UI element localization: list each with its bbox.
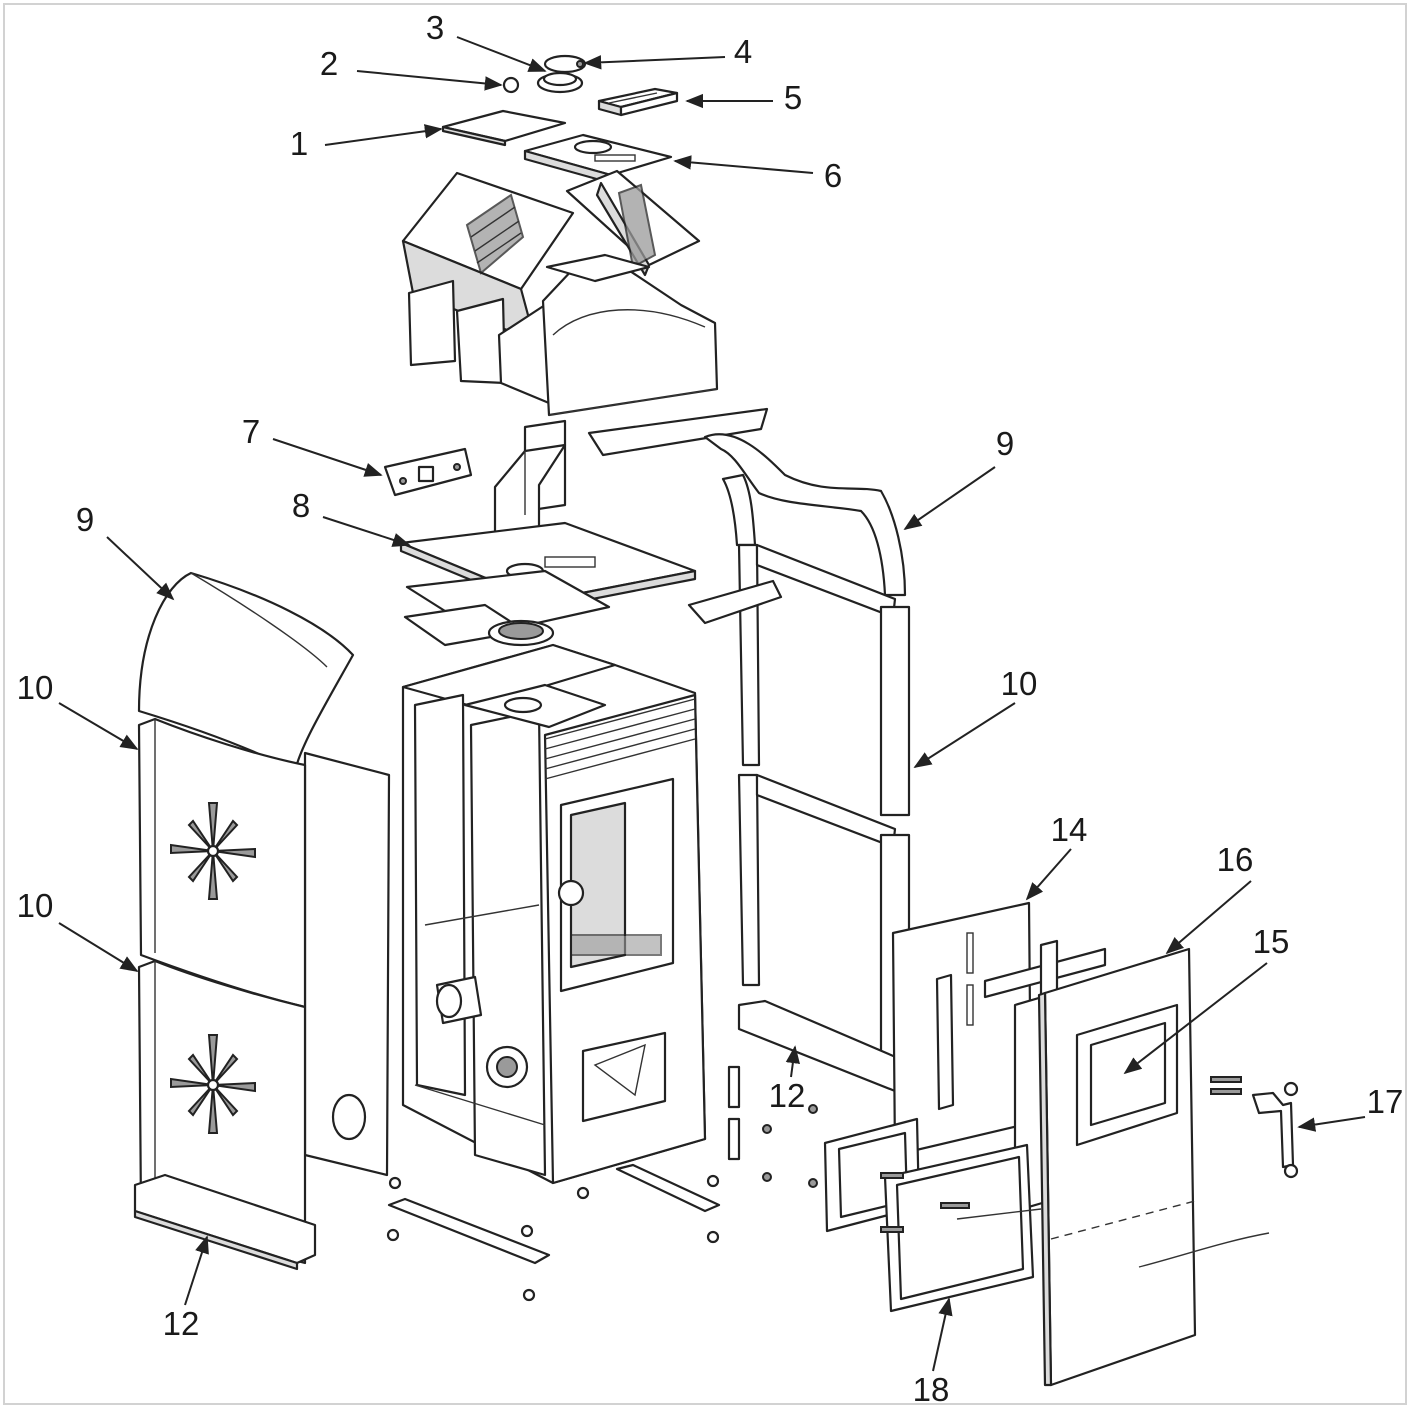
callout-6: 6 bbox=[824, 157, 842, 194]
part-convection-hood bbox=[401, 169, 719, 417]
part-10-left-upper-panel bbox=[137, 717, 307, 1009]
part-knob bbox=[502, 76, 520, 94]
callout-3: 3 bbox=[426, 9, 444, 46]
callout-12-right: 12 bbox=[769, 1077, 806, 1114]
vent-perforations-left bbox=[465, 193, 525, 275]
part-flue-cap bbox=[543, 54, 587, 74]
part-10-right-upper-panel bbox=[879, 605, 911, 817]
part-17-door-handle bbox=[1210, 1076, 1299, 1179]
callout-18: 18 bbox=[913, 1371, 950, 1403]
part-right-vertical-frame bbox=[737, 543, 897, 987]
callout-4: 4 bbox=[734, 33, 752, 70]
part-top-frame bbox=[523, 133, 673, 185]
part-door-hinge-rail bbox=[983, 939, 1107, 1001]
part-9-right-top-curve bbox=[703, 433, 907, 597]
callout-17: 17 bbox=[1367, 1083, 1404, 1120]
callout-2: 2 bbox=[320, 45, 338, 82]
part-18-door-gasket-frame bbox=[883, 1143, 1035, 1313]
callout-labels: 1 2 3 4 5 6 7 8 9 9 10 10 10 12 12 14 15… bbox=[17, 9, 1404, 1403]
flower-motif-upper bbox=[170, 802, 256, 900]
part-14-inner-panel bbox=[891, 901, 1033, 1157]
callout-10-left-lower: 10 bbox=[17, 887, 54, 924]
body-top-slats bbox=[544, 698, 696, 780]
callout-1: 1 bbox=[290, 125, 308, 162]
callout-16: 16 bbox=[1217, 841, 1254, 878]
exploded-parts-diagram: 1 2 3 4 5 6 7 8 9 9 10 10 10 12 12 14 15… bbox=[17, 9, 1404, 1403]
callout-15: 15 bbox=[1253, 923, 1290, 960]
callout-12-left: 12 bbox=[163, 1305, 200, 1342]
flower-motif-lower bbox=[170, 1034, 256, 1134]
part-stove-body bbox=[401, 643, 707, 1185]
callout-9-right: 9 bbox=[996, 425, 1014, 462]
part-top-cover-plate bbox=[441, 109, 567, 147]
vent-perforations-right bbox=[617, 183, 657, 269]
part-flue-ring bbox=[536, 71, 584, 94]
part-lower-frame-plate bbox=[403, 569, 611, 647]
diagram-frame: 1 2 3 4 5 6 7 8 9 9 10 10 10 12 12 14 15… bbox=[3, 3, 1407, 1405]
callout-5: 5 bbox=[784, 79, 802, 116]
callout-14: 14 bbox=[1051, 811, 1088, 848]
part-12-left-base bbox=[133, 1173, 317, 1271]
callout-8: 8 bbox=[292, 487, 310, 524]
part-right-bracket-small bbox=[687, 579, 783, 625]
part-16-door bbox=[1037, 947, 1270, 1387]
callout-10-right: 10 bbox=[1001, 665, 1038, 702]
part-top-grille bbox=[597, 87, 679, 117]
callout-10-left-upper: 10 bbox=[17, 669, 54, 706]
part-side-sheet-left bbox=[303, 751, 391, 1177]
callout-9-left: 9 bbox=[76, 501, 94, 538]
part-7-bracket bbox=[383, 447, 473, 497]
part-feet-rails bbox=[386, 1163, 721, 1302]
part-door-hardware bbox=[727, 1065, 1042, 1233]
callout-7: 7 bbox=[242, 413, 260, 450]
leader-lines bbox=[58, 36, 1366, 1372]
part-flue-duct bbox=[493, 407, 769, 555]
